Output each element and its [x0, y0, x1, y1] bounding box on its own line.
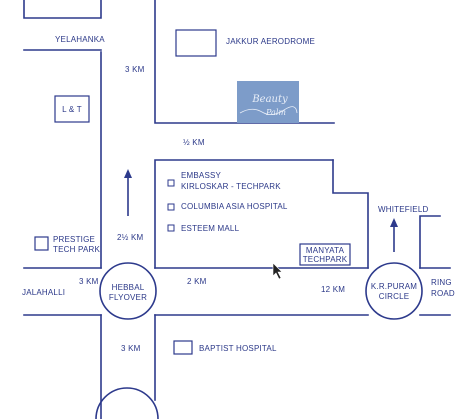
logo-line2: Palm [265, 108, 286, 117]
lt-box [54, 95, 90, 123]
label-road: ROAD [431, 289, 455, 298]
label-baptist: BAPTIST HOSPITAL [199, 344, 277, 353]
road-network [23, 0, 451, 419]
label-hebbal-1: HEBBAL [112, 283, 145, 292]
hebbal-flyover-circle [99, 262, 157, 320]
beauty-palm-logo: Beauty Palm [237, 81, 299, 123]
label-manyata-1: MANYATA [306, 246, 345, 255]
road-whitefield [332, 159, 369, 269]
label-3km-west: 3 KM [79, 277, 99, 286]
label-columbia: COLUMBIA ASIA HOSPITAL [181, 202, 288, 211]
road-embassy [154, 159, 334, 269]
logo-line1: Beauty [251, 94, 288, 105]
label-3km-south: 3 KM [121, 344, 141, 353]
up-arrow-icon [124, 169, 132, 216]
label-esteem: ESTEEM MALL [181, 224, 240, 233]
label-jakkur: JAKKUR AERODROME [226, 37, 315, 46]
kr-puram-circle [365, 262, 423, 320]
jakkur-box [175, 29, 217, 57]
label-jalahalli: JALAHALLI [22, 288, 65, 297]
baptist-box [173, 340, 193, 355]
label-lt: L & T [62, 105, 82, 114]
embassy-bullet [167, 179, 175, 187]
esteem-bullet [167, 224, 175, 232]
label-3km-north: 3 KM [125, 65, 145, 74]
label-krpuram-2: CIRCLE [379, 292, 410, 301]
label-2half-km: 2½ KM [117, 233, 143, 242]
label-12km: 12 KM [321, 285, 345, 294]
label-prestige-2: TECH PARK [53, 245, 100, 254]
manyata-box [299, 243, 351, 266]
logo-background [237, 81, 299, 123]
label-prestige-1: PRESTIGE [53, 235, 95, 244]
logo-wave [239, 106, 298, 115]
up-arrow-icon [390, 218, 398, 252]
label-hebbal-2: FLYOVER [109, 293, 147, 302]
label-2km: 2 KM [187, 277, 207, 286]
label-embassy: EMBASSY [181, 171, 222, 180]
arrow-head-left [124, 169, 132, 178]
label-ring: RING [431, 278, 452, 287]
prestige-box [34, 236, 49, 251]
bottom-circle-partial [95, 387, 159, 419]
road-top-left [23, 0, 102, 19]
columbia-bullet [167, 203, 175, 211]
road-whitefield-right [419, 215, 441, 269]
label-whitefield: WHITEFIELD [378, 205, 428, 214]
arrow-head-right [390, 218, 398, 227]
label-half-km: ½ KM [183, 138, 205, 147]
label-kirloskar: KIRLOSKAR - TECHPARK [181, 182, 281, 191]
label-krpuram-1: K.R.PURAM [371, 282, 417, 291]
label-yelahanka: YELAHANKA [55, 35, 105, 44]
mouse-pointer-icon [272, 262, 283, 280]
label-manyata-2: TECHPARK [303, 255, 348, 264]
